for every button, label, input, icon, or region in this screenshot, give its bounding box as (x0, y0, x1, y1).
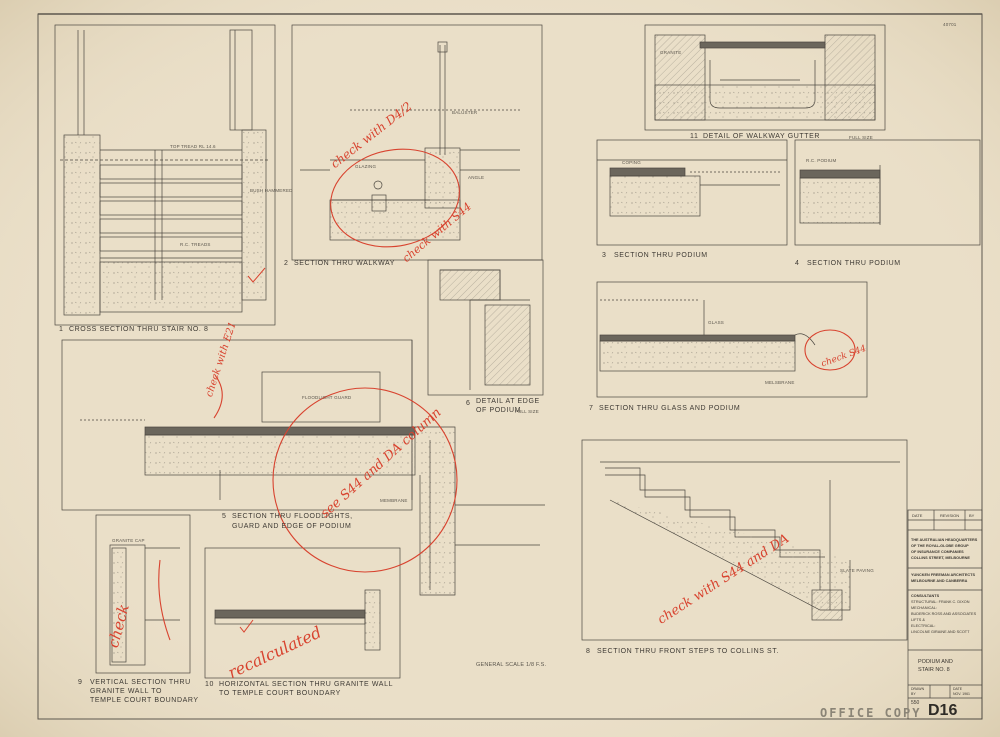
detail-1-title: CROSS SECTION THRU STAIR NO. 8 (69, 326, 209, 333)
detail-2-num: 2 (284, 260, 289, 267)
tb-client-4: COLLINS STREET, MELBOURNE (911, 556, 970, 560)
tb-consultants-2: STRUCTURAL: FRANK C. DIXON (911, 600, 970, 604)
note-bush-hammered: BUSH HAMMERED (250, 188, 293, 193)
detail-4-num: 4 (795, 260, 800, 267)
detail-5-num: 5 (222, 513, 227, 520)
tb-header-revision: REVISION (940, 513, 960, 518)
note-membrane: MEMBRANE (380, 498, 408, 503)
drawing-number: D16 (928, 702, 958, 719)
sheet-ref-note: 40701 (943, 22, 957, 27)
note-melbourne: MELSBRANE (765, 380, 795, 385)
tb-header-by: BY (969, 513, 975, 518)
note-baluster: BALUSTER (452, 110, 478, 115)
tb-consultants-7: LINCOLNE GIRAINE AND SCOTT (911, 630, 970, 634)
detail-5-title: SECTION THRU FLOODLIGHTS, (232, 513, 353, 520)
detail-6-title2: OF PODIUM (476, 407, 522, 414)
tb-client-2: OF THE ROYAL-GLOBE GROUP (911, 544, 969, 548)
detail-9-title3: TEMPLE COURT BOUNDARY (90, 697, 199, 704)
detail-11-title: DETAIL OF WALKWAY GUTTER (703, 133, 821, 140)
detail-6-title: DETAIL AT EDGE (476, 398, 540, 405)
tb-job-number: 550 (911, 700, 920, 706)
tb-consultants-5: LIFTS & (911, 618, 925, 622)
office-copy-stamp: OFFICE COPY (820, 706, 922, 720)
detail-9-title: VERTICAL SECTION THRU (90, 679, 191, 686)
tb-consultants-1: CONSULTANTS (911, 594, 940, 598)
tb-consultants-3: MECHANICAL: (911, 606, 937, 610)
note-angle: ANGLE (468, 175, 485, 180)
detail-9-num: 9 (78, 679, 83, 686)
detail-8-num: 8 (586, 648, 591, 655)
note-rc-podium: R.C. PODIUM (806, 158, 837, 163)
tb-consultants-6: ELECTRICAL: (911, 624, 936, 628)
tb-architects-1: YUNCKEN FREEMAN ARCHITECTS (911, 573, 975, 577)
detail-1-num: 1 (59, 326, 64, 333)
detail-9-title2: GRANITE WALL TO (90, 688, 163, 695)
tb-client-3: OF INSURANCE COMPANIES (911, 550, 964, 554)
detail-8-title: SECTION THRU FRONT STEPS TO COLLINS ST. (597, 648, 779, 655)
tb-drawing-title-2: STAIR NO. 8 (918, 667, 950, 673)
tb-drawn-label: DRAWN (911, 687, 925, 691)
note-floodlight-guard: FLOODLIGHT GUARD (302, 395, 352, 400)
detail-7-title: SECTION THRU GLASS AND PODIUM (599, 405, 741, 412)
tb-consultants-4: BUDERICK ROSS AND ASSOCIATES (911, 612, 977, 616)
note-granite-cap: GRANITE CAP (112, 538, 145, 543)
note-rc-treads: R.C. TREADS (180, 242, 211, 247)
detail-3-num: 3 (602, 252, 607, 259)
detail-10-title2: TO TEMPLE COURT BOUNDARY (219, 690, 341, 697)
detail-10-num: 10 (205, 681, 214, 688)
tb-date-value: NOV. 1961 (953, 692, 970, 696)
detail-4-title: SECTION THRU PODIUM (807, 260, 901, 267)
tb-header-date: DATE (912, 513, 923, 518)
detail-5-title2: GUARD AND EDGE OF PODIUM (232, 523, 352, 530)
detail-2-title: SECTION THRU WALKWAY (294, 260, 396, 267)
note-slate-paving: SLATE PAVING (840, 568, 874, 573)
tb-architects-2: MELBOURNE AND CANBERRA (911, 579, 968, 583)
detail-6-scale: FULL SIZE (515, 409, 539, 414)
note-glass: GLASS (708, 320, 725, 325)
note-granite: GRANITE (660, 50, 682, 55)
detail-3-title: SECTION THRU PODIUM (614, 252, 708, 259)
note-glazing: GLAZING (355, 164, 377, 169)
tb-drawing-title-1: PODIUM AND (918, 659, 953, 665)
detail-7-num: 7 (589, 405, 594, 412)
note-top-tread: TOP TREAD RL 14.6 (170, 144, 216, 149)
detail-11-num: 11 (690, 133, 699, 140)
note-coping: COPING (622, 160, 641, 165)
detail-10-title: HORIZONTAL SECTION THRU GRANITE WALL (219, 681, 394, 688)
tb-date-label: DATE (953, 687, 963, 691)
detail-6-num: 6 (466, 400, 471, 407)
general-scale: GENERAL SCALE 1/8 F.S. (476, 662, 547, 668)
tb-client-1: THE AUSTRALIAN HEADQUARTERS (911, 538, 978, 542)
detail-11-scale: FULL SIZE (849, 135, 873, 140)
tb-by-label: BY (911, 692, 916, 696)
